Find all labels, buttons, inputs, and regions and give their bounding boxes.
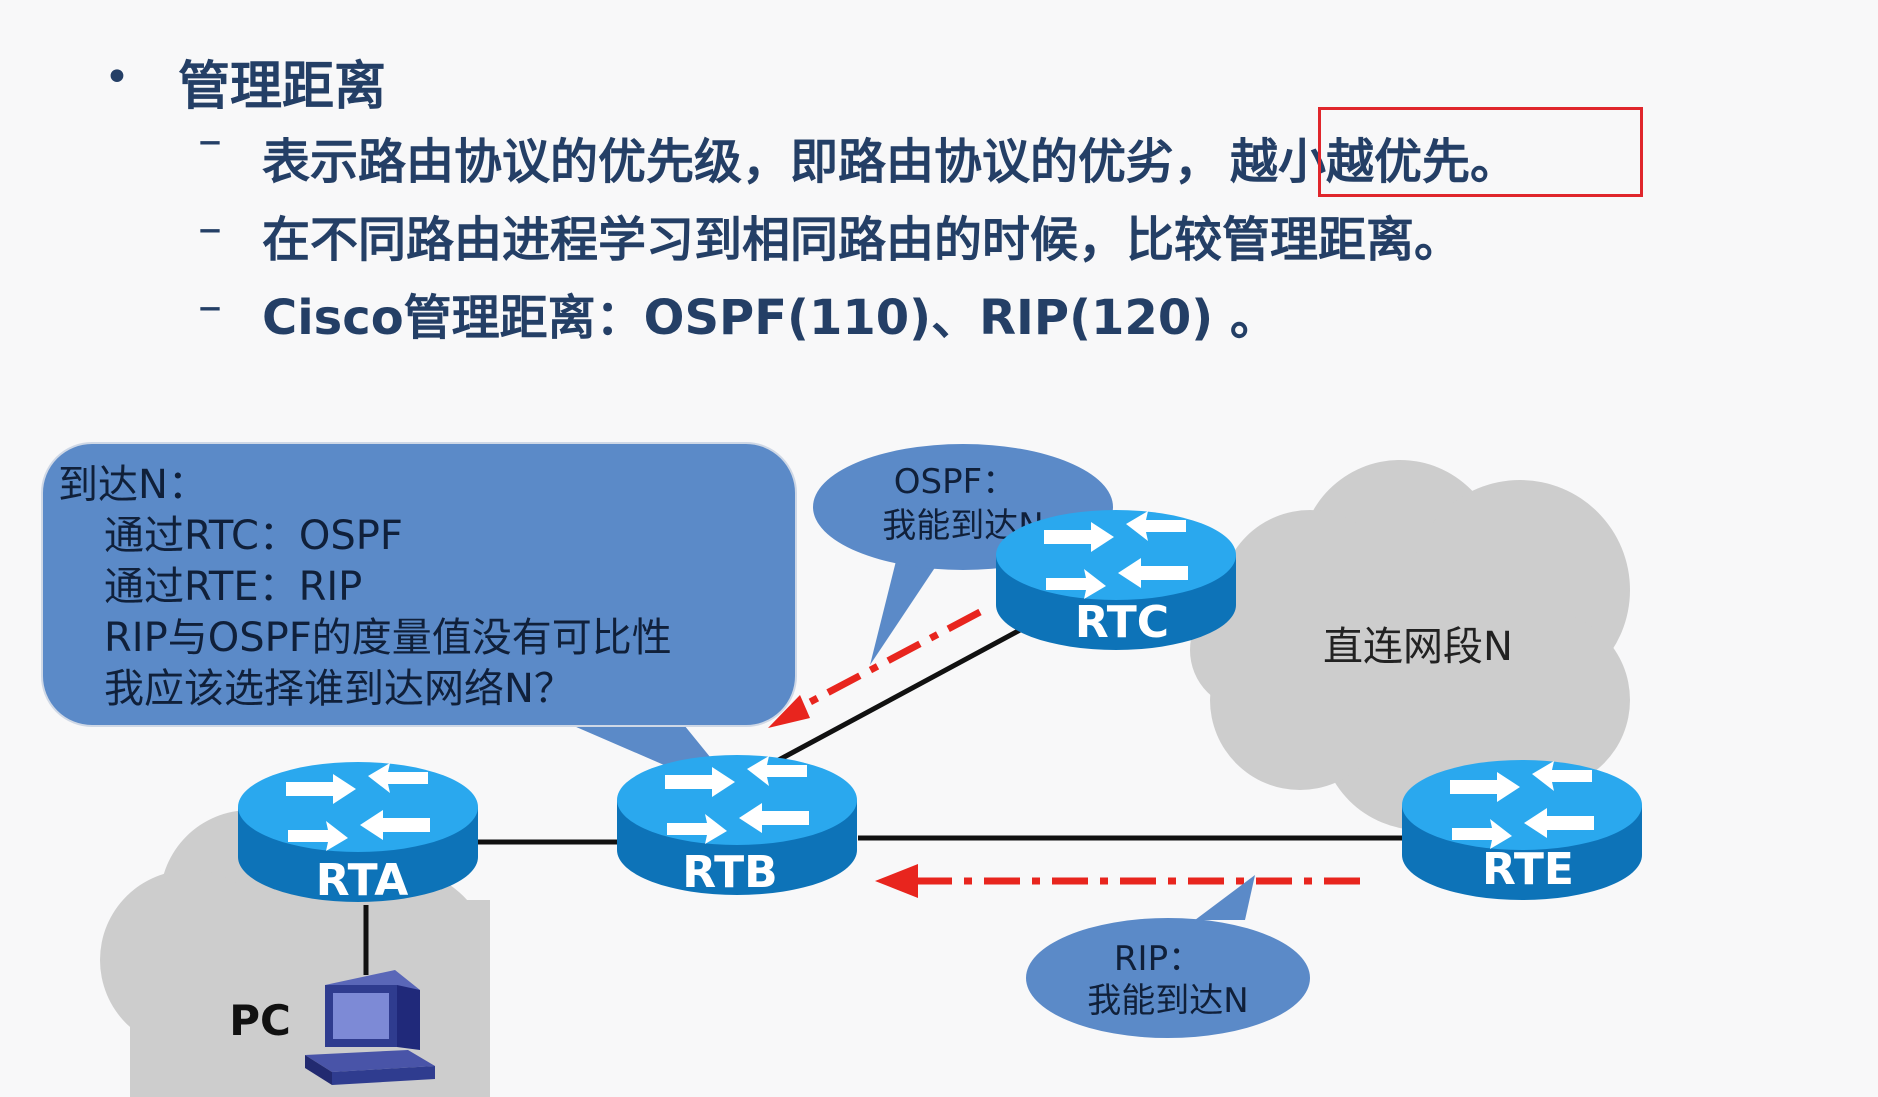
- router-rte[interactable]: RTE: [1402, 760, 1642, 900]
- bullet-line-3: Cisco管理距离：OSPF(110)、RIP(120) 。: [262, 290, 1278, 346]
- rip-arrowhead: [875, 864, 918, 898]
- ospf-arrow: [793, 608, 982, 714]
- router-rtb[interactable]: RTB: [617, 755, 857, 898]
- pc-icon: [305, 970, 435, 1085]
- callout-line-3: 通过RTE：RIP: [104, 564, 362, 610]
- bullet-heading: 管理距离: [178, 57, 387, 117]
- link-rtb-rtc: [773, 627, 1022, 765]
- bullet-dot: •: [104, 52, 130, 103]
- dash-2: –: [198, 200, 222, 256]
- bullet-line-1: 表示路由协议的优先级，即路由协议的优劣，越小越优先。: [262, 122, 1518, 192]
- callout-line-2: 通过RTC：OSPF: [104, 513, 403, 559]
- highlight-box: [1318, 107, 1643, 197]
- dash-3: –: [198, 278, 222, 334]
- router-rtb-label: RTB: [682, 847, 777, 898]
- pc-node[interactable]: PC: [229, 970, 435, 1085]
- ospf-callout-line-1: OSPF：: [894, 462, 1016, 502]
- bullet-line-1-main: 表示路由协议的优先级，即路由协议的优劣，: [262, 134, 1223, 190]
- callout-line-1: 到达N：: [58, 462, 208, 508]
- router-rtc[interactable]: RTC: [996, 510, 1236, 650]
- bullet-line-1-highlight: 越小越优先。: [1230, 134, 1519, 190]
- bullet-line-2: 在不同路由进程学习到相同路由的时候，比较管理距离。: [262, 212, 1463, 268]
- bullet-list: • 管理距离 – 表示路由协议的优先级，即路由协议的优劣，越小越优先。 – 在不…: [0, 0, 1878, 360]
- main-callout: 到达N： 通过RTC：OSPF 通过RTE：RIP RIP与OSPF的度量值没有…: [41, 442, 797, 800]
- rip-callout-line-2: 我能到达N: [1087, 981, 1248, 1021]
- pc-label: PC: [229, 996, 291, 1045]
- router-rta-label: RTA: [316, 855, 409, 906]
- callout-line-5: 我应该选择谁到达网络N？: [104, 666, 574, 712]
- router-rtc-label: RTC: [1075, 597, 1169, 648]
- dash-1: –: [198, 112, 222, 168]
- rip-callout-line-1: RIP：: [1114, 939, 1202, 979]
- router-rte-label: RTE: [1482, 844, 1574, 895]
- ospf-arrowhead: [768, 695, 810, 728]
- callout-line-4: RIP与OSPF的度量值没有可比性: [104, 615, 672, 661]
- router-rta[interactable]: RTA: [238, 762, 478, 906]
- cloud-label: 直连网段N: [1323, 624, 1513, 670]
- rip-callout: RIP： 我能到达N: [1026, 875, 1310, 1038]
